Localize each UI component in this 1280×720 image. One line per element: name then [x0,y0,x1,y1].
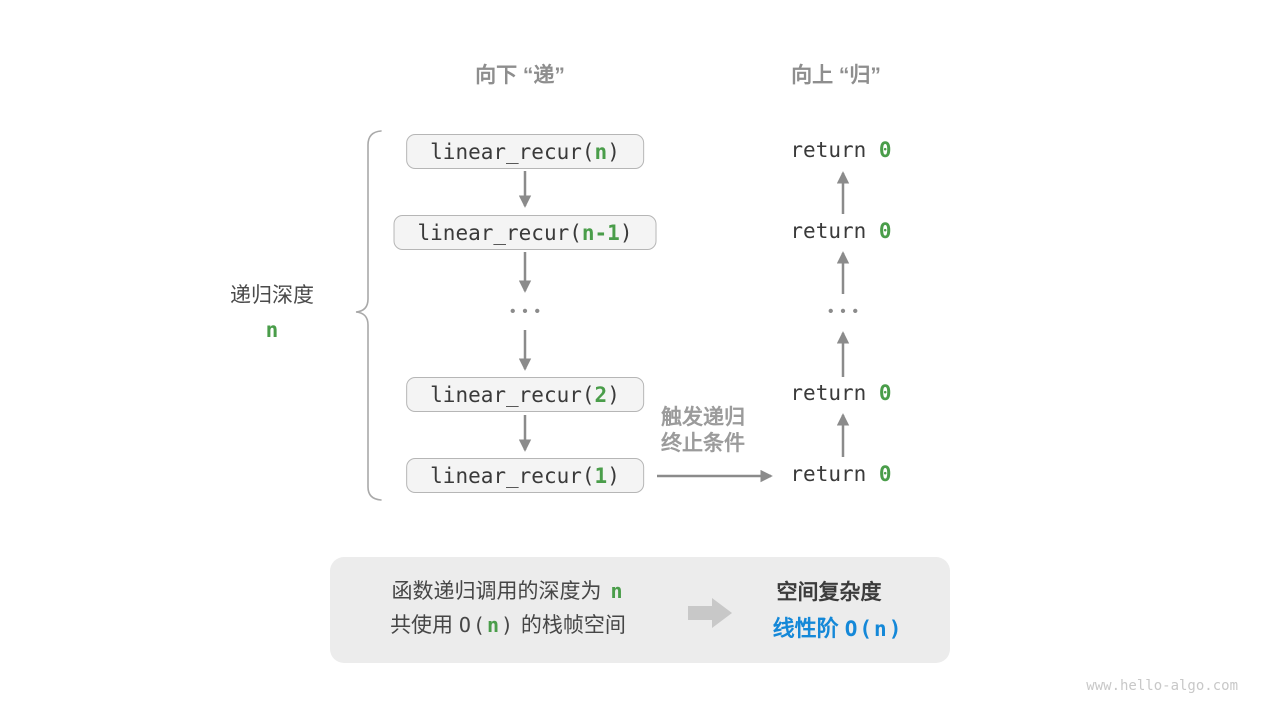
call-box-1-close: ) [607,463,620,488]
summary-line-depth: 函数递归调用的深度为 n [391,578,624,604]
conclusion-big-o-value: n [874,617,889,641]
recursion-depth-value: n [265,318,279,342]
call-box-n: linear_recur(n) [406,134,644,169]
return-value: 0 [878,138,892,162]
return-keyword: return [790,219,879,243]
recursion-depth-brace [355,130,382,501]
base-case-note: 触发递归 终止条件 [661,405,745,457]
return-row-2: return 0 [790,219,891,243]
call-box-2-close: ) [607,382,620,407]
call-box-2-fn: linear_recur( [430,382,595,407]
summary-line-space: 共使用 O(n) 的栈帧空间 [390,612,626,638]
return-value: 0 [878,462,892,486]
call-box-n-1-arg: n-1 [581,220,620,245]
return-row-3: return 0 [790,381,891,405]
call-box-n-arg: n [594,139,608,164]
return-column-ellipsis: ••• [828,303,865,320]
call-box-2-arg: 2 [594,382,608,407]
header-ascend-phase: 向上 “归” [791,64,881,87]
header-descend-phase: 向下 “递” [475,64,565,87]
base-case-note-line2: 终止条件 [661,432,745,455]
summary-big-o-close: ) [501,613,516,637]
recursion-depth-label: 递归深度 [230,284,314,307]
call-stack-ellipsis: ••• [510,303,547,320]
return-row-1: return 0 [790,138,891,162]
conclusion-big-o-close: ) [888,617,904,641]
call-box-1-fn: linear_recur( [430,463,595,488]
call-box-n-1: linear_recur(n-1) [393,215,657,250]
call-box-1: linear_recur(1) [406,458,644,493]
summary-line-depth-value: n [610,579,625,603]
return-row-4: return 0 [790,462,891,486]
return-value: 0 [878,381,892,405]
call-box-n-fn: linear_recur( [430,139,595,164]
return-keyword: return [790,462,879,486]
call-box-n-1-close: ) [619,220,633,245]
return-value: 0 [878,219,892,243]
call-box-1-arg: 1 [594,463,608,488]
space-complexity-conclusion: 线性阶 O(n) [773,611,904,643]
return-keyword: return [790,381,879,405]
call-box-n-close: ) [607,139,620,164]
space-complexity-title: 空间复杂度 [776,581,882,604]
summary-big-o-open: O( [458,613,487,637]
call-box-2: linear_recur(2) [406,377,644,412]
summary-line-space-pre: 共使用 [390,614,459,637]
call-box-n-1-fn: linear_recur( [417,220,582,245]
base-case-note-line1: 触发递归 [661,406,745,429]
summary-line-space-post: 的栈帧空间 [515,614,626,637]
conclusion-big-o-open: O( [844,617,875,641]
summary-line-depth-text: 函数递归调用的深度为 [391,580,602,603]
return-keyword: return [790,138,879,162]
conclusion-order-label: 线性阶 [772,616,845,641]
site-watermark: www.hello-algo.com [1086,678,1238,694]
summary-big-o-value: n [487,613,502,637]
